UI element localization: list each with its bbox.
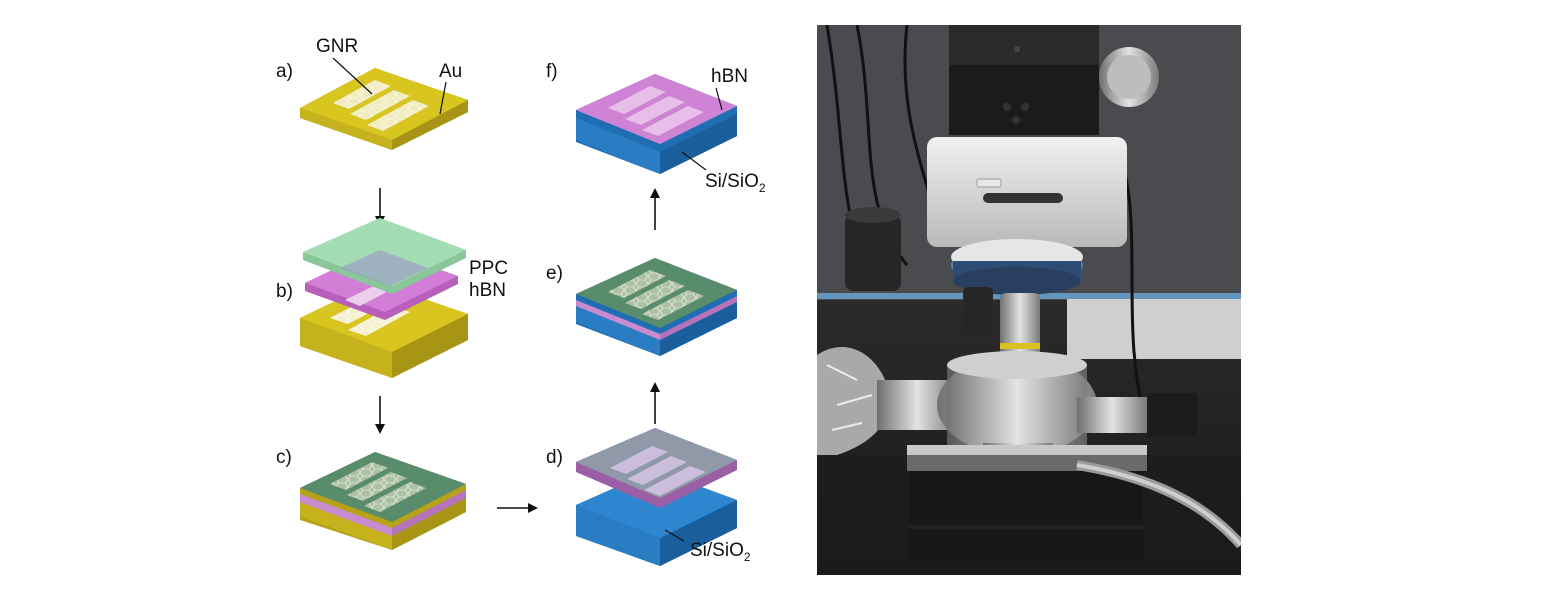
au-leader-line (439, 81, 447, 115)
si-leader-line-d (664, 529, 685, 542)
gnr-leader-line (332, 57, 373, 95)
step-label-e: e) (546, 263, 563, 284)
arrow-b-to-c (375, 396, 385, 434)
si-leader-line-f (681, 151, 707, 171)
arrow-d-to-e (650, 382, 660, 424)
step-label-b: b) (276, 281, 293, 302)
step-c-stack (300, 452, 466, 550)
step-e-stack (576, 258, 737, 356)
arrow-c-to-d (497, 503, 538, 513)
step-f-stack (576, 74, 737, 174)
step-a-stack (300, 68, 468, 150)
step-label-a: a) (276, 61, 293, 82)
step-label-d: d) (546, 447, 563, 468)
si-label-d: Si/SiO2 (690, 540, 751, 564)
hbn-leader-line-f (715, 87, 723, 111)
step-label-c: c) (276, 447, 292, 468)
step-b-stack (300, 218, 468, 378)
si-label-f: Si/SiO2 (705, 171, 766, 195)
hbn-label-f: hBN (711, 66, 748, 87)
microscope-head (927, 137, 1127, 247)
au-label: Au (439, 61, 462, 82)
hbn-label-b: hBN (469, 280, 506, 301)
instrument-photo (817, 25, 1241, 575)
arrow-e-to-f (650, 188, 660, 230)
step-label-f: f) (546, 61, 558, 82)
gnr-label: GNR (316, 36, 358, 57)
step-d-stack (576, 428, 737, 566)
microscope-setup-image (817, 25, 1241, 575)
gnr-ribbons-a (333, 80, 429, 131)
ppc-label: PPC (469, 258, 508, 279)
